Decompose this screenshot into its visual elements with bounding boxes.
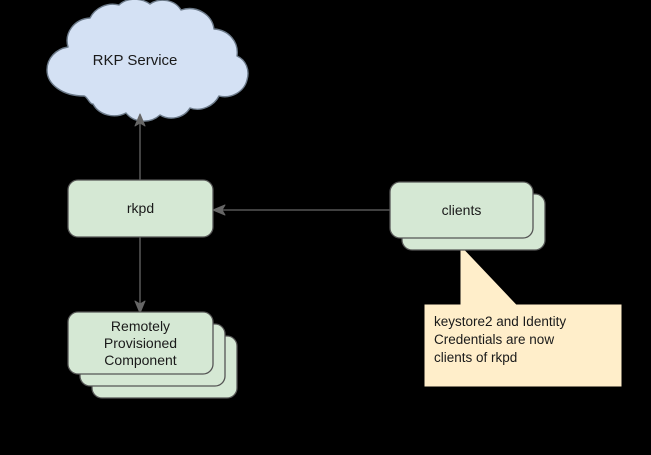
callout-body (424, 304, 622, 387)
arrowhead-left-icon (212, 204, 226, 216)
edge-rkpd-to-rpc[interactable] (134, 237, 146, 314)
node-rkp-service-cloud[interactable] (46, 0, 249, 122)
node-clients-stack[interactable] (389, 181, 546, 251)
edge-rkpd-to-rkp-service[interactable] (134, 113, 146, 180)
callout-tail (460, 245, 518, 306)
clients-stack-layer-1 (389, 181, 534, 239)
node-rpc-stack[interactable] (67, 311, 238, 399)
arrowhead-up-icon (134, 113, 146, 127)
rpc-stack-layer-1 (67, 311, 214, 375)
edge-clients-to-rkpd[interactable] (212, 204, 390, 216)
rkpd-box (67, 179, 214, 238)
cloud-shape (46, 0, 249, 122)
node-rkpd[interactable] (67, 179, 214, 238)
callout-keystore2[interactable] (424, 245, 622, 387)
arrowhead-down-icon (134, 300, 146, 314)
